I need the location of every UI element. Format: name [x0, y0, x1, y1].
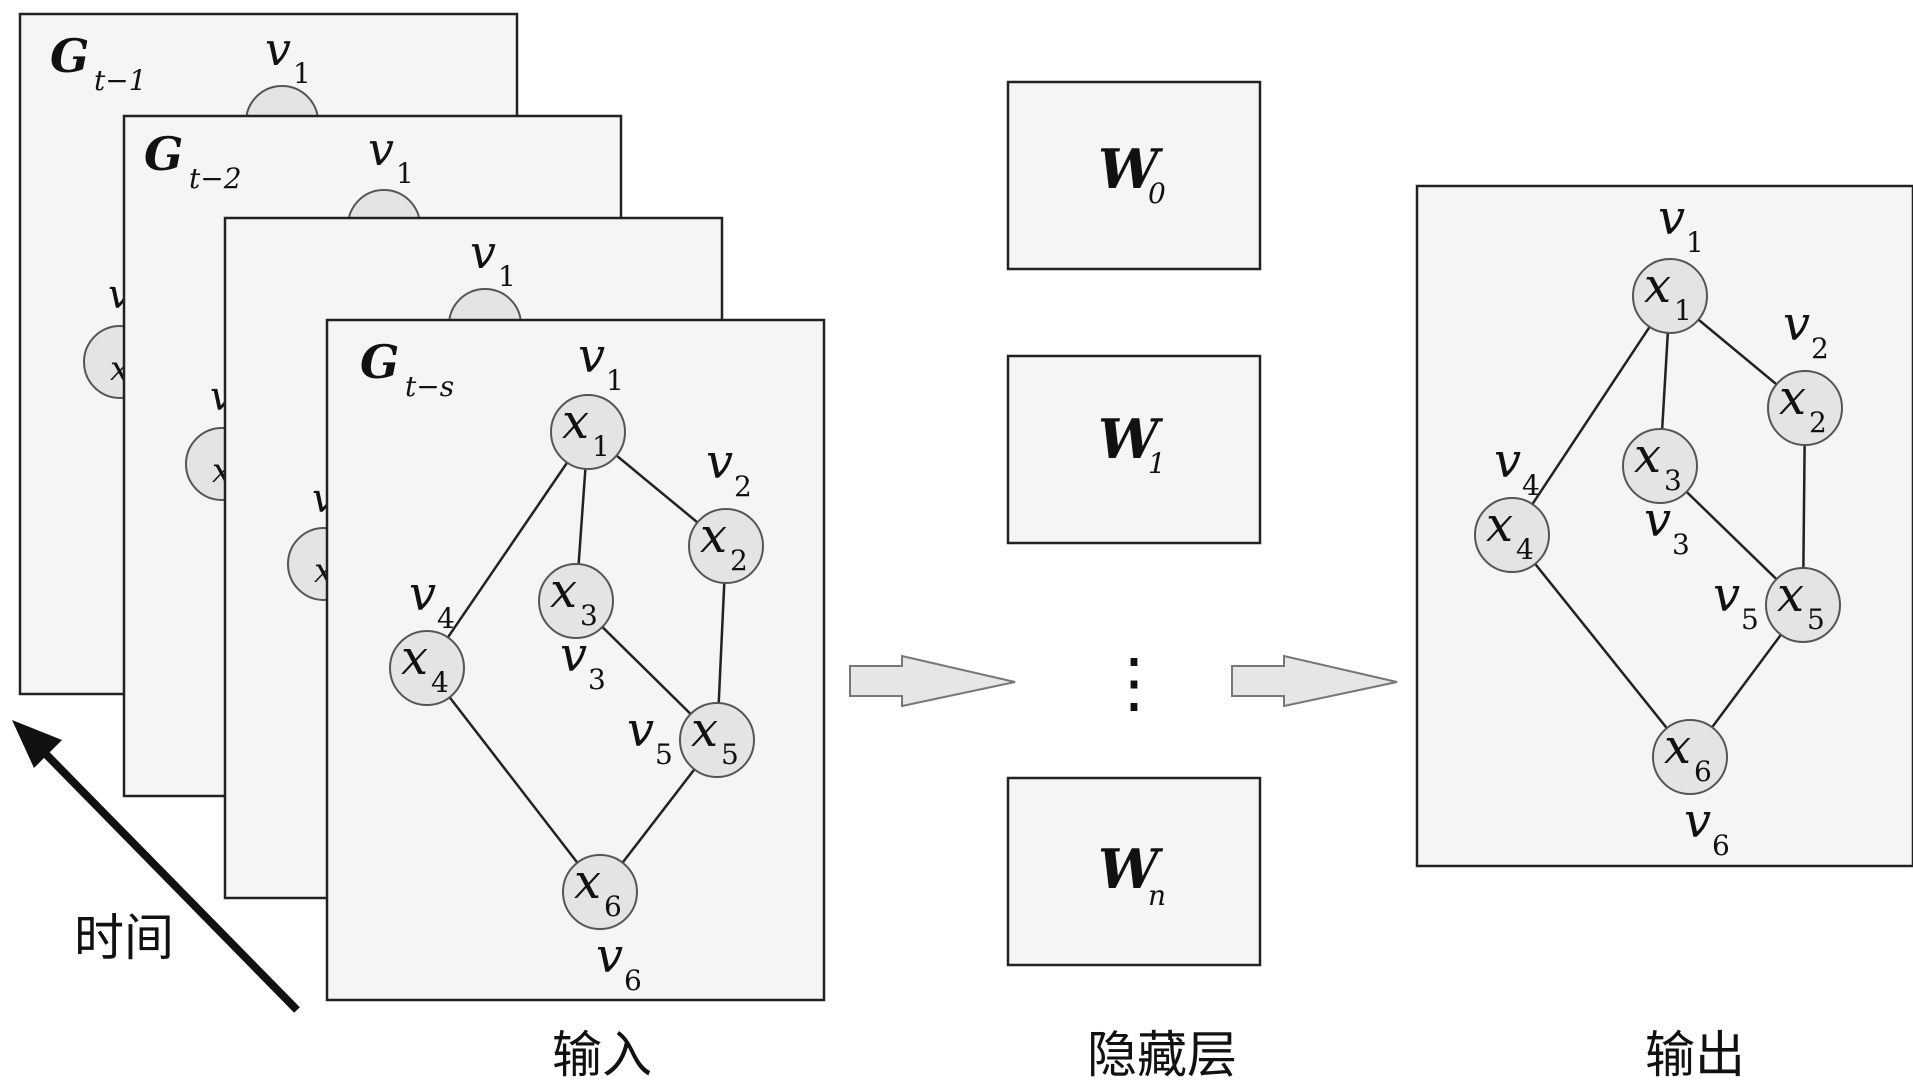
input-label: 输入 [552, 1026, 652, 1084]
node-x-subscript: 4 [431, 666, 449, 699]
node-v-subscript: 1 [396, 157, 414, 190]
hidden-box-w0: W 0 [1006, 80, 1262, 271]
hidden-weight-subscript: n [1148, 879, 1166, 912]
node-v-subscript: 5 [655, 738, 673, 771]
hidden-weight-label: W [1098, 837, 1164, 901]
node-x-label: x [574, 854, 601, 910]
node-v-label: v [706, 434, 733, 490]
hidden-ellipsis: ⋮ [1101, 644, 1167, 721]
node-x-subscript: 5 [1807, 603, 1825, 636]
graph-node [679, 702, 755, 778]
node-x-label: x [562, 394, 589, 450]
time-label: 时间 [74, 909, 174, 967]
frame-graph-subscript: t−1 [94, 64, 147, 97]
node-v-label: v [1713, 567, 1740, 623]
node-v-label: v [265, 22, 291, 76]
graph-node [550, 394, 626, 470]
node-v-label: v [560, 627, 587, 683]
graph-node [1622, 428, 1698, 504]
graph-node [538, 563, 614, 639]
graph-node [688, 508, 764, 584]
graph-edge [1511, 534, 1691, 758]
output-label: 输出 [1645, 1026, 1745, 1084]
node-x-subscript: 3 [1664, 464, 1682, 497]
node-v-subscript: 1 [293, 57, 311, 90]
hidden-weight-label: W [1098, 137, 1164, 201]
node-x-subscript: 6 [1694, 755, 1712, 788]
flow-arrow-input-to-hidden [849, 654, 1016, 708]
graph-node [1765, 567, 1841, 643]
hidden-box-wn: W n [1006, 776, 1262, 967]
hidden-weight-label: W [1098, 407, 1164, 471]
node-v-subscript: 5 [1741, 603, 1759, 636]
node-v-subscript: 6 [624, 964, 642, 997]
flow-arrow-hidden-to-output [1231, 654, 1398, 708]
time-arrow [12, 720, 300, 1013]
node-v-subscript: 6 [1712, 829, 1730, 862]
node-v-label: v [627, 702, 654, 758]
node-x-label: x [1777, 567, 1804, 623]
node-x-label: x [1779, 370, 1806, 426]
frame-graph-subscript: t−s [405, 370, 454, 403]
graph-node [1767, 370, 1843, 446]
graph-edge [1510, 295, 1672, 536]
node-v-subscript: 3 [1672, 528, 1690, 561]
node-x-subscript: 4 [1516, 533, 1534, 566]
node-x-subscript: 1 [592, 430, 610, 463]
frame-graph-label: G [50, 29, 89, 83]
node-v-label: v [470, 225, 496, 279]
node-x-subscript: 2 [1809, 406, 1827, 439]
frame-graph-subscript: t−2 [189, 162, 242, 195]
node-x-label: x [1664, 719, 1691, 775]
hidden-box-w1: W 1 [1006, 354, 1262, 545]
node-x-label: x [401, 630, 428, 686]
node-x-subscript: 1 [1674, 294, 1692, 327]
node-x-subscript: 2 [730, 544, 748, 577]
node-v-subscript: 4 [437, 602, 455, 635]
node-v-label: v [409, 566, 436, 622]
node-v-label: v [1684, 793, 1711, 849]
node-x-label: x [1644, 258, 1671, 314]
node-v-subscript: 1 [1686, 226, 1704, 259]
graph-node [1632, 258, 1708, 334]
hidden-label: 隐藏层 [1087, 1026, 1237, 1084]
node-v-subscript: 2 [734, 470, 752, 503]
node-v-label: v [1658, 190, 1685, 246]
node-v-label: v [596, 928, 623, 984]
node-x-label: x [700, 508, 727, 564]
graph-node [1474, 497, 1550, 573]
frame-graph-label: G [144, 127, 183, 181]
node-x-subscript: 3 [580, 599, 598, 632]
node-v-label: v [1644, 492, 1671, 548]
frame-graph-label: G [360, 335, 399, 389]
node-v-subscript: 1 [498, 260, 516, 293]
node-v-label: v [1783, 296, 1810, 352]
hidden-weight-subscript: 1 [1148, 447, 1166, 480]
node-x-label: x [550, 563, 577, 619]
hidden-weight-subscript: 0 [1148, 177, 1166, 210]
node-v-subscript: 1 [606, 364, 624, 397]
node-v-label: v [368, 122, 394, 176]
graph-edge [425, 431, 590, 669]
node-v-subscript: 2 [1811, 332, 1829, 365]
node-x-label: x [1486, 497, 1513, 553]
graph-node [389, 630, 465, 706]
graph-node [1652, 719, 1728, 795]
graph-node [562, 854, 638, 930]
node-v-label: v [1494, 433, 1521, 489]
node-v-subscript: 4 [1522, 469, 1540, 502]
node-x-subscript: 6 [604, 890, 622, 923]
node-x-label: x [1634, 428, 1661, 484]
node-v-label: v [578, 328, 605, 384]
node-v-subscript: 3 [588, 663, 606, 696]
graph-edge [426, 667, 601, 893]
node-x-subscript: 5 [721, 738, 739, 771]
node-x-label: x [691, 702, 718, 758]
